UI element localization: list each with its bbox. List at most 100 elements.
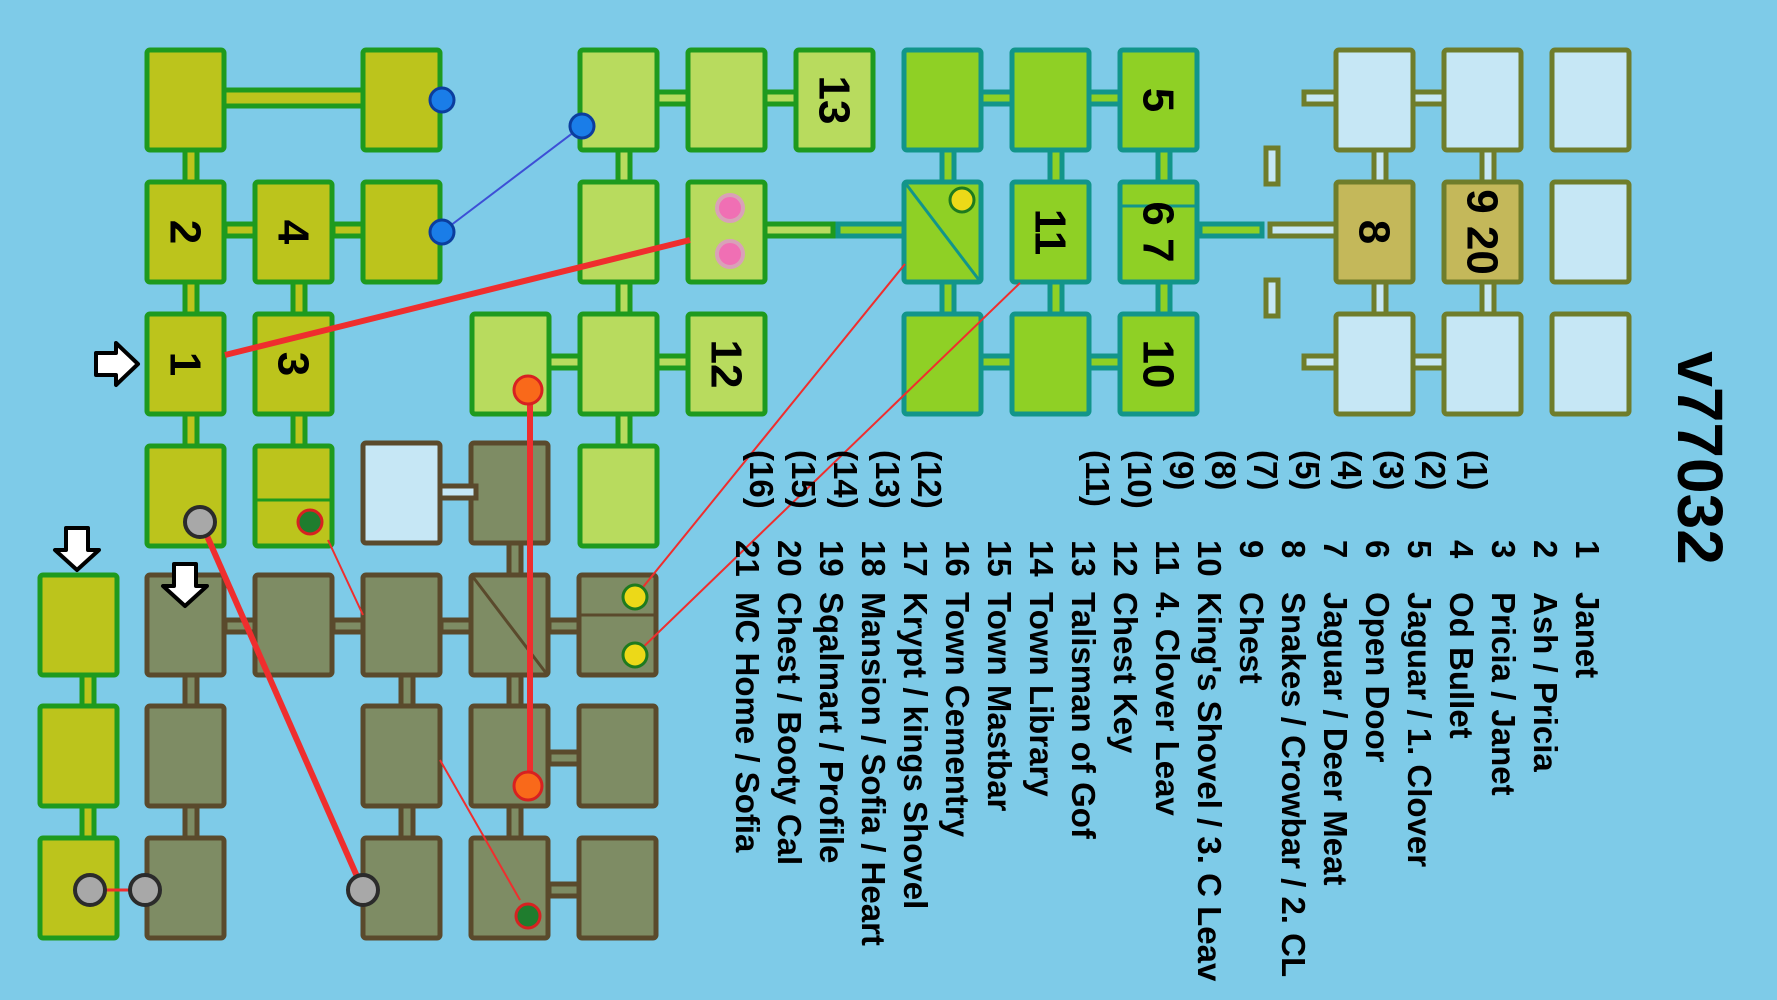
legend-room-number: 18 [855, 540, 892, 577]
legend-ref: (3) [1373, 450, 1410, 490]
legend-room-number: 8 [1275, 540, 1312, 558]
room-10 [1117, 311, 1200, 417]
legend-ref: (5) [1289, 450, 1326, 490]
room-b9 [577, 443, 660, 549]
room-number-3: 3 [269, 352, 318, 376]
orange-marker [512, 770, 544, 802]
room-1 [144, 311, 227, 417]
room-8 [1333, 179, 1416, 285]
legend-ref: (16) [743, 450, 780, 509]
room-number-8: 8 [1350, 220, 1399, 244]
entry-arrow [161, 562, 209, 608]
legend-room-label: Krypt / kings Shovel [897, 592, 934, 909]
legend-room-label: Open Door [1359, 592, 1396, 763]
legend-ref: (10) [1121, 450, 1158, 509]
green-marker [296, 508, 324, 536]
room-number-10: 10 [1134, 340, 1183, 389]
legend-ref: (8) [1205, 450, 1242, 490]
legend-room-number: 17 [897, 540, 934, 577]
legend-ref: (12) [911, 450, 948, 509]
legend-ref: (11) [1079, 450, 1116, 507]
version-label: v77032 [1664, 351, 1736, 565]
yellow-marker [621, 583, 649, 611]
room-e8 [360, 703, 443, 809]
legend-refs-bottom: (12)(13)(14)(15)(16) [743, 450, 948, 509]
entry-arrow [53, 526, 101, 572]
room-d9 [1549, 311, 1632, 417]
legend-ref: (1) [1457, 450, 1494, 490]
legend-room-number: 7 [1317, 540, 1354, 558]
blue-marker [568, 112, 596, 140]
legend-room-label: Town Library [1023, 592, 1060, 797]
legend-room-number: 20 [771, 540, 808, 577]
room-e14 [576, 835, 659, 941]
legend-room-label: Jaguar / Deer Meat [1317, 592, 1354, 885]
legend-room-number: 4 [1443, 540, 1480, 559]
room-a11 [37, 703, 120, 809]
zone-d-key-rooms [1333, 179, 1524, 285]
room-a9 [252, 443, 335, 549]
room-b5 [685, 179, 768, 285]
room-c7 [901, 311, 984, 417]
gray-marker [128, 873, 162, 907]
legend-room-label: Town Cementry [939, 592, 976, 838]
room-d1 [1333, 47, 1416, 153]
room-e6 [468, 440, 551, 546]
room-a2 [360, 47, 443, 153]
legend-room-number: 2 [1527, 540, 1564, 558]
legend-room-label: Talisman of Gof [1065, 592, 1102, 840]
legend-room-label: Chest [1233, 592, 1270, 684]
red-links [90, 237, 1021, 901]
room-d3 [1549, 47, 1632, 153]
gray-marker [346, 873, 380, 907]
room-a5 [360, 179, 443, 285]
legend-room-label: Snakes / Crowbar / 2. CL [1275, 592, 1312, 977]
legend-room-label: Chest Key [1107, 592, 1144, 754]
room-number-13: 13 [810, 76, 859, 125]
pink-marker [715, 239, 745, 269]
blue-marker [428, 86, 456, 114]
legend-room-number: 15 [981, 540, 1018, 577]
green-marker [514, 902, 542, 930]
legend-ref: (15) [785, 450, 822, 509]
legend-room-label: Chest / Booty Cal [771, 592, 808, 865]
legend-ref: (2) [1415, 450, 1452, 490]
room-number-6-7: 6 7 [1134, 201, 1183, 262]
legend-room-label: Pricia / Janet [1485, 592, 1522, 796]
orange-marker [512, 374, 544, 406]
gray-marker [73, 873, 107, 907]
yellow-marker [948, 186, 976, 214]
room-number-1: 1 [161, 352, 210, 376]
legend-room-label: Mansion / Sofia / Heart [855, 592, 892, 946]
room-c1 [901, 47, 984, 153]
legend-room-number: 19 [813, 540, 850, 577]
legend-ref: (13) [869, 450, 906, 509]
yellow-marker [621, 641, 649, 669]
legend-ref: (9) [1163, 450, 1200, 490]
zone-e [144, 440, 659, 941]
blue-links [441, 125, 583, 233]
room-b4 [577, 179, 660, 285]
room-d8 [1441, 311, 1524, 417]
room-4 [252, 179, 335, 285]
room-13 [793, 47, 876, 153]
room-e10 [576, 703, 659, 809]
legend-room-number: 12 [1107, 540, 1144, 577]
legend-room-number: 6 [1359, 540, 1396, 558]
legend-room-number: 11 [1149, 540, 1186, 575]
legend-room-number: 1 [1569, 540, 1606, 558]
room-d6 [1549, 179, 1632, 285]
room-e3 [360, 572, 443, 678]
zone-a [37, 47, 443, 941]
entry-arrow [94, 341, 140, 387]
gray-marker [183, 505, 217, 539]
room-9-20 [1441, 179, 1524, 285]
room-d7 [1333, 311, 1416, 417]
legend-room-number: 9 [1233, 540, 1270, 558]
legend-room-label: Jaguar / 1. Clover [1401, 592, 1438, 867]
legend-room-number: 21 [729, 540, 766, 577]
legend-ref: (4) [1331, 450, 1368, 490]
room-b1 [577, 47, 660, 153]
